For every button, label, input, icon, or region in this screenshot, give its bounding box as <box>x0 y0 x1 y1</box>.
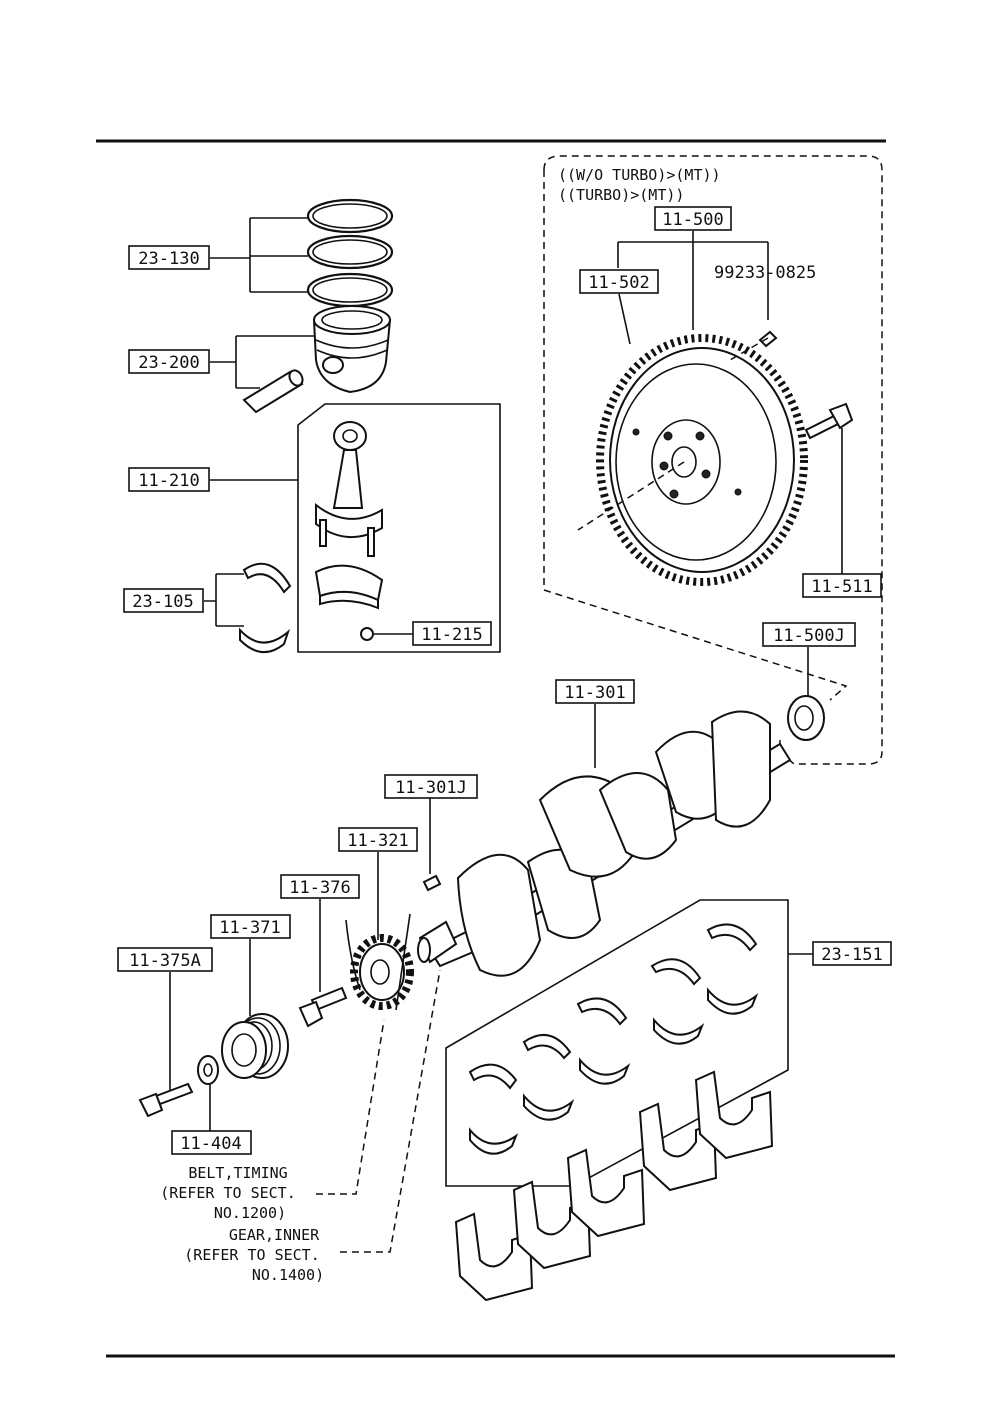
label-99233-0825[interactable]: 99233-0825 <box>714 263 816 283</box>
piston-rings-drawing <box>306 198 394 308</box>
label-11-301J[interactable]: 11-301J <box>384 774 478 799</box>
crank-key-drawing <box>422 874 442 892</box>
main-bearing-caps-drawing <box>454 1070 774 1302</box>
label-11-376-text: 11-376 <box>289 878 350 898</box>
label-11-210-text: 11-210 <box>138 471 199 491</box>
label-23-200-text: 23-200 <box>138 353 199 373</box>
gear-note-line3: NO.1400) <box>252 1266 324 1284</box>
flywheel-variant-box <box>543 155 883 765</box>
dowel-pin-drawing <box>758 330 778 348</box>
variant-note-2: ((TURBO)>(MT)) <box>558 186 684 204</box>
variant-note-1: ((W/O TURBO)>(MT)) <box>558 166 721 184</box>
label-11-210[interactable]: 11-210 <box>128 467 210 492</box>
label-23-130-text: 23-130 <box>138 249 199 269</box>
label-11-404-text: 11-404 <box>180 1134 241 1154</box>
label-11-215-text: 11-215 <box>421 625 482 645</box>
label-11-500J-text: 11-500J <box>773 626 845 646</box>
timing-gear-drawing <box>345 913 414 1011</box>
crank-pulley-drawing <box>221 1013 289 1079</box>
label-23-130[interactable]: 23-130 <box>128 245 210 270</box>
connecting-rod-drawing <box>314 421 384 641</box>
label-11-404[interactable]: 11-404 <box>171 1130 252 1155</box>
label-11-511[interactable]: 11-511 <box>802 573 882 598</box>
label-11-376[interactable]: 11-376 <box>280 874 360 899</box>
label-11-371[interactable]: 11-371 <box>210 914 291 939</box>
belt-note-line1: BELT,TIMING <box>188 1164 287 1182</box>
flywheel-drawing <box>596 334 808 586</box>
flywheel-bolt-drawing <box>804 402 854 440</box>
label-11-371-text: 11-371 <box>219 918 280 938</box>
label-11-500J[interactable]: 11-500J <box>762 622 856 647</box>
label-11-301[interactable]: 11-301 <box>555 679 635 704</box>
belt-note-line2: (REFER TO SECT. <box>160 1184 295 1202</box>
guide-plate-bolt-drawing <box>298 986 348 1028</box>
gear-note-line2: (REFER TO SECT. <box>184 1246 319 1264</box>
main-bearings-box <box>445 899 789 1187</box>
piston-drawing <box>242 305 392 414</box>
label-23-200[interactable]: 23-200 <box>128 349 210 374</box>
label-11-301-text: 11-301 <box>564 683 625 703</box>
label-11-511-text: 11-511 <box>811 577 872 597</box>
label-11-375A-text: 11-375A <box>129 951 201 971</box>
belt-note-line3: NO.1200) <box>214 1204 286 1222</box>
label-11-321-text: 11-321 <box>347 831 408 851</box>
gear-note-line1: GEAR,INNER <box>229 1226 320 1244</box>
label-11-500[interactable]: 11-500 <box>654 206 732 231</box>
con-rod-box <box>297 403 501 653</box>
label-23-105-text: 23-105 <box>132 592 193 612</box>
pulley-washer-drawing <box>197 1055 219 1085</box>
crankshaft-drawing <box>417 710 792 977</box>
label-23-151-text: 23-151 <box>821 945 882 965</box>
main-bearing-shells-drawing <box>468 923 759 1155</box>
pilot-bearing-drawing <box>787 695 825 741</box>
label-11-500-text: 11-500 <box>662 210 723 230</box>
label-11-502-text: 11-502 <box>588 273 649 293</box>
label-11-321[interactable]: 11-321 <box>338 827 418 852</box>
label-11-301J-text: 11-301J <box>395 778 467 798</box>
rod-bearings-drawing <box>239 562 292 653</box>
label-11-502[interactable]: 11-502 <box>579 269 659 294</box>
label-23-105[interactable]: 23-105 <box>123 588 204 613</box>
label-11-215[interactable]: 11-215 <box>412 621 492 646</box>
label-11-375A[interactable]: 11-375A <box>117 947 213 972</box>
pulley-bolt-drawing <box>138 1082 194 1118</box>
label-23-151[interactable]: 23-151 <box>812 941 892 966</box>
